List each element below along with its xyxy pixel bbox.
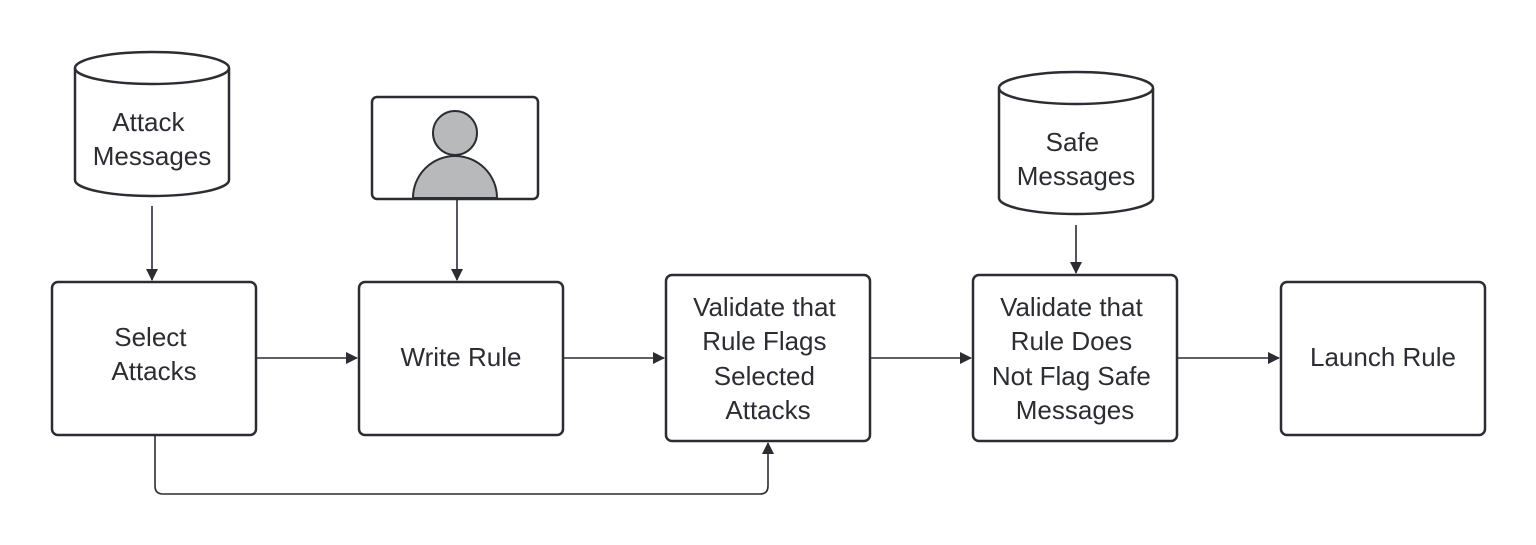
- database-icon: [73, 68, 231, 198]
- step-box: [1279, 280, 1487, 437]
- attack-messages-database: Attack Messages: [73, 50, 231, 198]
- attack-messages-line-2: Messages: [93, 141, 212, 171]
- step-box: [664, 273, 872, 443]
- validate-safe-line-2: Rule Does: [1011, 326, 1132, 356]
- validate-safe-line-1: Validate that: [1000, 292, 1143, 322]
- safe-messages-line-1: Safe: [1046, 127, 1100, 157]
- validate-safe-line-3: Not Flag Safe: [992, 361, 1151, 391]
- database-icon: [997, 88, 1155, 216]
- write-rule-label: Write Rule: [401, 342, 522, 372]
- step-select-attacks: Select Attacks: [50, 280, 258, 437]
- safe-messages-label: Safe Messages: [1017, 127, 1136, 191]
- select-attacks-line-2: Attacks: [111, 356, 196, 386]
- step-box: [971, 273, 1179, 443]
- person-icon: [411, 110, 499, 199]
- step-validate-flags: Validate that Rule Flags Selected Attack…: [664, 273, 872, 443]
- arrow-select-attacks-to-validate-flags: [154, 436, 774, 495]
- validate-flags-label: Validate that Rule Flags Selected Attack…: [693, 292, 843, 425]
- write-rule-line-1: Write Rule: [401, 342, 522, 372]
- actor-card: [370, 95, 540, 201]
- validate-flags-line-2: Rule Flags: [702, 326, 826, 356]
- step-box: [50, 280, 258, 437]
- database-top: [997, 70, 1155, 106]
- validate-flags-line-4: Attacks: [725, 395, 810, 425]
- validate-safe-label: Validate that Rule Does Not Flag Safe Me…: [992, 292, 1158, 425]
- safe-messages-line-2: Messages: [1017, 161, 1136, 191]
- attack-messages-line-1: Attack: [112, 107, 185, 137]
- validate-flags-line-1: Validate that: [693, 292, 836, 322]
- attack-messages-label: Attack Messages: [93, 107, 212, 171]
- launch-rule-label: Launch Rule: [1310, 342, 1456, 372]
- validate-safe-line-4: Messages: [1016, 395, 1135, 425]
- step-launch-rule: Launch Rule: [1279, 280, 1487, 437]
- select-attacks-label: Select Attacks: [111, 322, 196, 386]
- step-write-rule: Write Rule: [357, 280, 565, 437]
- safe-messages-database: Safe Messages: [997, 70, 1155, 216]
- step-validate-safe: Validate that Rule Does Not Flag Safe Me…: [971, 273, 1179, 443]
- launch-rule-line-1: Launch Rule: [1310, 342, 1456, 372]
- select-attacks-line-1: Select: [114, 322, 187, 352]
- validate-flags-line-3: Selected: [714, 361, 815, 391]
- database-top: [73, 50, 231, 86]
- step-box: [357, 280, 565, 437]
